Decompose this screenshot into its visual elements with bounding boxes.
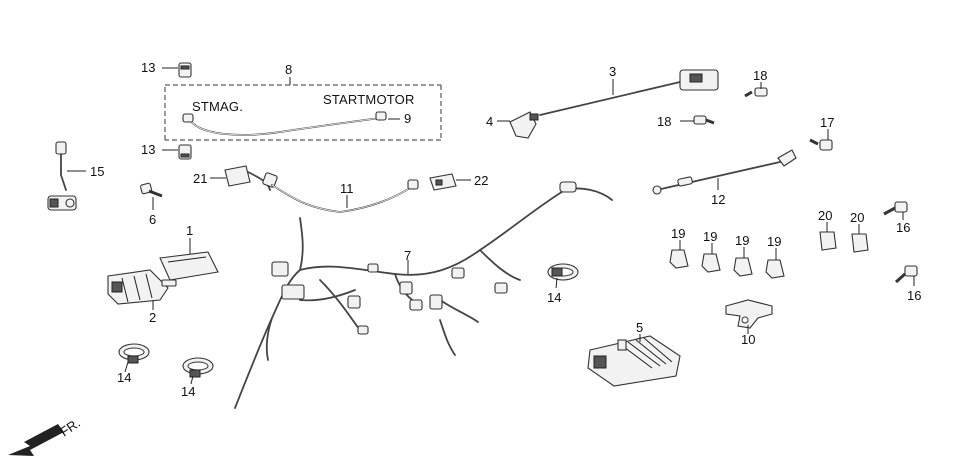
part-20-clip-1 <box>819 231 837 251</box>
callout-18-top: 18 <box>753 68 767 83</box>
part-6-bolt <box>140 182 163 198</box>
part-16-bolt-bottom <box>895 265 918 284</box>
callout-6: 6 <box>149 212 156 227</box>
callout-4: 4 <box>486 114 493 129</box>
part-20-clip-2 <box>851 233 869 253</box>
callout-19-3: 19 <box>735 233 749 248</box>
part-13-bottom-bolt <box>178 144 192 160</box>
caption-st-mag: STMAG. <box>192 99 243 114</box>
callout-1: 1 <box>186 223 193 238</box>
callout-22: 22 <box>474 173 488 188</box>
callout-19-4: 19 <box>767 234 781 249</box>
part-9-starter-cable <box>182 111 387 136</box>
callout-19-2: 19 <box>703 229 717 244</box>
callout-3: 3 <box>609 64 616 79</box>
part-19-clip-2 <box>701 253 721 273</box>
callout-13-bottom: 13 <box>141 142 155 157</box>
callout-14-left: 14 <box>117 370 131 385</box>
part-18-bolt-bottom <box>693 115 715 125</box>
part-21-connector <box>224 165 271 191</box>
part-8-group-box <box>164 84 442 141</box>
callout-20-1: 20 <box>818 208 832 223</box>
callout-19-1: 19 <box>671 226 685 241</box>
part-22-connector <box>429 173 457 191</box>
callout-12: 12 <box>711 192 725 207</box>
part-14-clamp-right <box>547 263 579 281</box>
callout-7: 7 <box>404 248 411 263</box>
part-12-ground-cable <box>652 149 797 195</box>
part-14-clamp-left <box>118 343 150 364</box>
part-13-top-bolt <box>178 62 192 78</box>
front-direction-arrow <box>8 424 64 456</box>
callout-10: 10 <box>741 332 755 347</box>
part-19-clip-4 <box>765 259 785 279</box>
part-19-clip-3 <box>733 257 753 277</box>
front-direction-label: FR. <box>57 415 83 439</box>
callout-13-top: 13 <box>141 60 155 75</box>
part-18-bolt-top <box>744 87 768 98</box>
callout-14-right: 14 <box>547 290 561 305</box>
callout-16-top: 16 <box>896 220 910 235</box>
callout-9: 9 <box>404 111 411 126</box>
part-7-main-harness <box>234 181 613 409</box>
part-11-cable <box>262 172 419 213</box>
part-19-clip-1 <box>669 249 689 269</box>
part-3-ignition-coil <box>539 69 719 116</box>
part-16-bolt-top <box>883 201 908 216</box>
callout-5: 5 <box>636 320 643 335</box>
part-5-regulator <box>587 335 681 387</box>
part-4-spark-plug-cap <box>509 111 539 139</box>
callout-14-middle: 14 <box>181 384 195 399</box>
part-14-clamp-middle <box>182 357 214 378</box>
callout-16-bottom: 16 <box>907 288 921 303</box>
part-2-coupler <box>107 269 177 305</box>
part-15-sensor <box>47 141 77 211</box>
part-17-bolt <box>809 138 833 151</box>
callout-20-2: 20 <box>850 210 864 225</box>
callout-15: 15 <box>90 164 104 179</box>
caption-start-motor: STARTMOTOR <box>323 92 415 107</box>
callout-17: 17 <box>820 115 834 130</box>
part-1-connector-cover <box>159 251 219 281</box>
callout-8: 8 <box>285 62 292 77</box>
callout-2: 2 <box>149 310 156 325</box>
callout-11: 11 <box>340 181 354 196</box>
part-10-cable-clamp <box>725 299 773 329</box>
callout-21: 21 <box>193 171 207 186</box>
callout-18-bottom: 18 <box>657 114 671 129</box>
